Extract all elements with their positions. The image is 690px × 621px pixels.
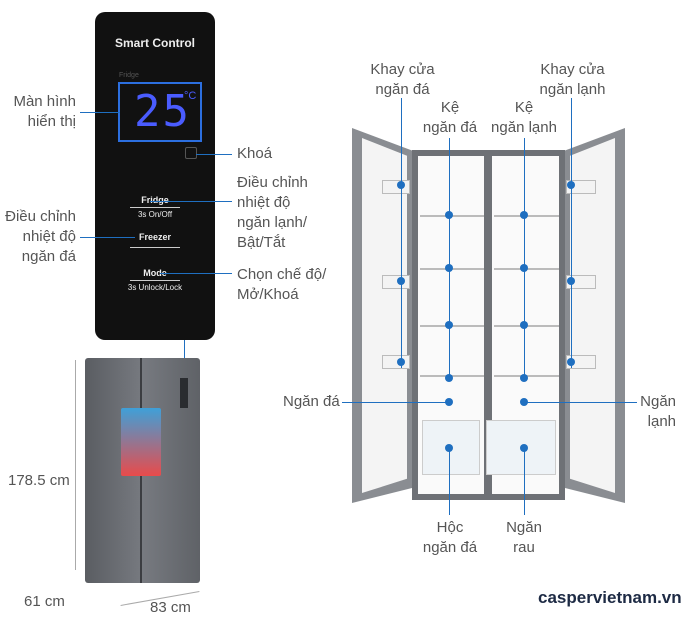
- fridge-exterior-image: [85, 358, 200, 583]
- callout-lock: Khoá: [237, 145, 273, 162]
- callout-freezer: Ngăn đá: [283, 393, 340, 410]
- mode-button[interactable]: Mode: [143, 268, 167, 278]
- dimension-depth: 61 cm: [24, 593, 65, 610]
- display-label: Fridge: [119, 72, 139, 79]
- temperature-display: 25 °C: [118, 82, 202, 142]
- panel-title: Smart Control: [114, 36, 195, 50]
- fridge-sub: 3s On/Off: [137, 210, 173, 219]
- brand-watermark: caspervietnam.vn: [538, 588, 682, 607]
- control-panel: Smart Control Fridge 25 °C Fridge 3s On/…: [95, 12, 215, 340]
- callout-mode: Chọn chế độ/Mở/Khoá: [237, 266, 327, 303]
- mode-sub: 3s Unlock/Lock: [127, 283, 183, 292]
- temperature-value: 25: [134, 86, 191, 137]
- temperature-unit: °C: [184, 90, 197, 102]
- dimension-height: 178.5 cm: [8, 472, 70, 489]
- dimension-width: 83 cm: [150, 599, 191, 616]
- fridge-button[interactable]: Fridge: [141, 195, 169, 205]
- lock-icon[interactable]: [185, 147, 197, 159]
- freezer-button[interactable]: Freezer: [138, 232, 172, 242]
